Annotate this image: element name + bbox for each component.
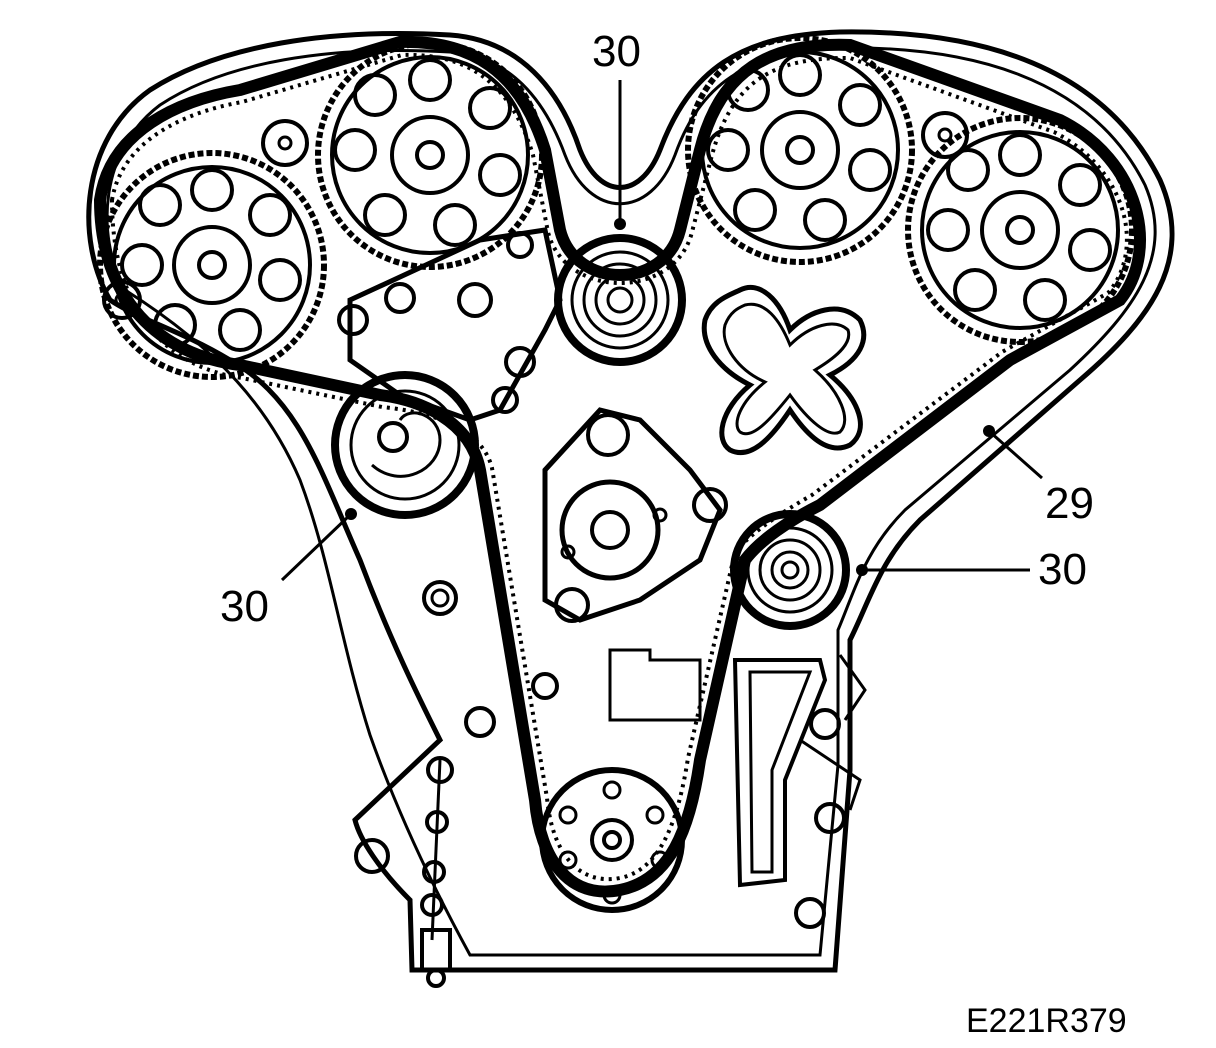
idler-pulley-top: [554, 234, 686, 366]
callout-30-top: 30: [592, 27, 641, 76]
x-casting: [701, 284, 867, 456]
camshaft-sprocket-right-inner: [685, 35, 915, 265]
camshaft-sprocket-left-outer: [97, 150, 327, 380]
leader-line-left: [280, 513, 352, 582]
figure-reference: E221R379: [966, 1002, 1127, 1040]
callout-29-belt: 29: [1045, 479, 1094, 528]
leader-line-belt: [989, 430, 1043, 480]
timing-cover-outline: [86, 29, 1175, 973]
lower-housing-right: [732, 658, 828, 888]
crankshaft-sprocket: [539, 767, 685, 913]
timing-cover-inner-outline: [105, 46, 1157, 957]
idler-pulley-left: [331, 371, 479, 519]
callout-30-right: 30: [1038, 545, 1087, 594]
water-pump-housing: [542, 407, 723, 623]
callout-30-left: 30: [220, 582, 269, 631]
idler-pulley-right: [730, 510, 850, 630]
camshaft-sprocket-left-inner: [315, 40, 545, 270]
camshaft-sprocket-right-outer: [905, 115, 1135, 345]
